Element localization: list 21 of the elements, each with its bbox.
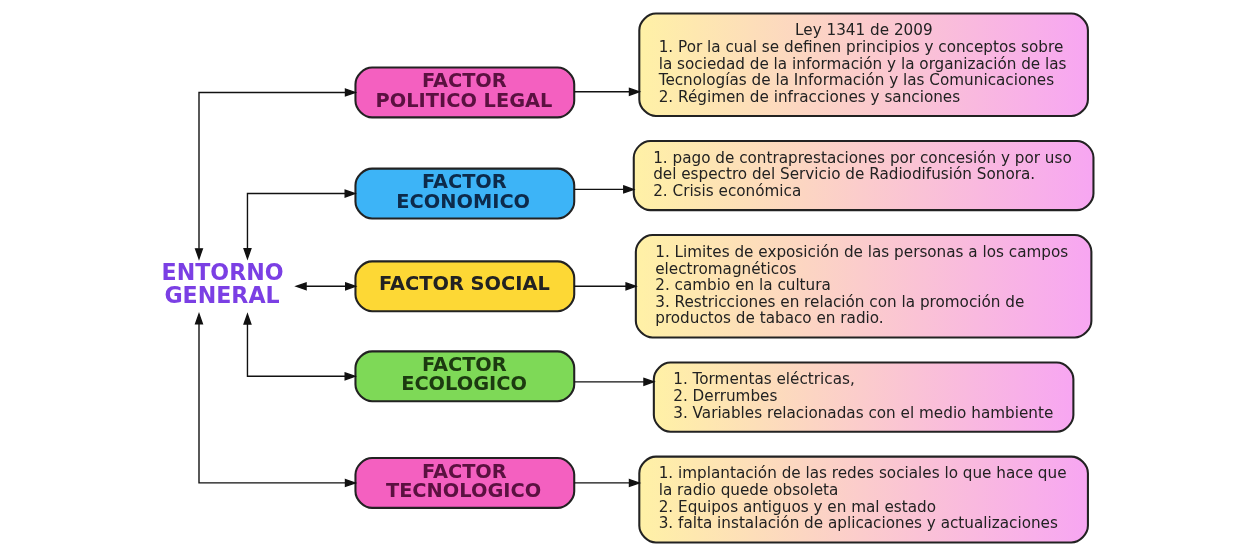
node-box: FACTOR SOCIAL [353, 260, 575, 313]
arrow [573, 377, 656, 387]
node-box: FACTOR POLITICO LEGAL [353, 66, 575, 119]
node-box: 1. implantación de las redes sociales lo que hace que la radio quede obsoleta 2. Equipos antiguos y en mal estado 3. falta instalación de aplicaciones y actualizaciones [637, 455, 1089, 544]
arrow [573, 478, 641, 488]
node-box: FACTOR TECNOLOGICO [353, 456, 575, 509]
node-box: FACTOR ECOLOGICO [353, 350, 575, 403]
node-box: Ley 1341 de 2009 1. Por la cual se definen principios y conceptos sobre la sociedad de la información y la organización de las Tecnologías de la Información y las Comunicaciones 2. Régimen de infracciones y sanciones [637, 12, 1089, 118]
node-box: 1. Tormentas eléctricas, 2. Derrumbes 3. Variables relacionadas con el medio hambiente [652, 361, 1074, 433]
node-box: 1. pago de contraprestaciones por concesión y por uso del espectro del Servicio de Radiodifusión Sonora. 2. Crisis económica [632, 139, 1094, 212]
node-text: ENTORNO GENERAL [161, 259, 284, 308]
arrow [573, 87, 641, 97]
arrow [293, 281, 357, 291]
arrow [573, 281, 638, 291]
node-box: FACTOR ECONOMICO [353, 167, 575, 220]
node-box: 1. Limites de exposición de las personas a los campos electromagnéticos 2. cambio en la cultura 3. Restricciones en relación con la promoción de productos de tabaco en radio. [634, 234, 1092, 339]
arrow [242, 312, 357, 381]
arrow [242, 189, 357, 261]
arrow [194, 88, 357, 261]
arrow [573, 185, 636, 194]
arrow [194, 311, 357, 488]
